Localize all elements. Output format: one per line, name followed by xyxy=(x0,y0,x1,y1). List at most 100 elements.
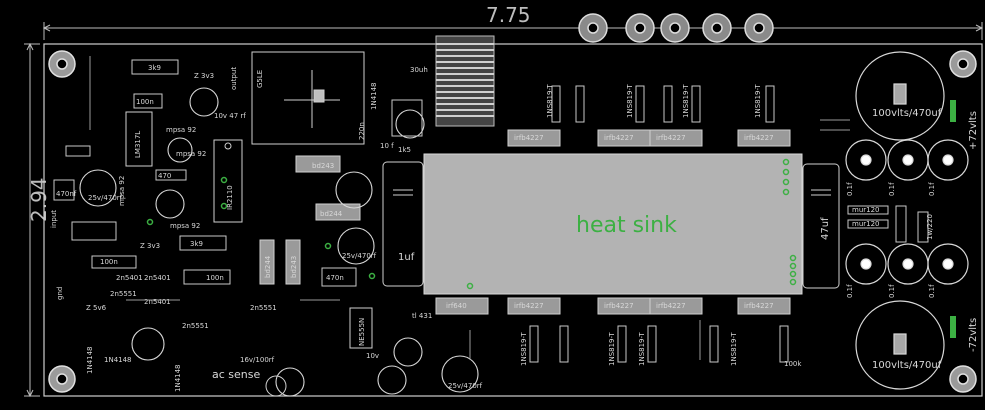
res-3k9-b: 3k9 xyxy=(190,240,203,248)
mosfet-row-bottom xyxy=(435,297,791,315)
ir2110-label: IR2110 xyxy=(226,185,234,210)
film-cap-2: 0.1f xyxy=(888,182,896,196)
height-dimension xyxy=(24,42,40,398)
mosfet-top-3: irfb4227 xyxy=(656,134,686,142)
bulk-cap-top-label: 100vlts/470uf xyxy=(872,108,942,119)
trans-a5: 2n5551 xyxy=(250,304,277,312)
trans-a4: 2n5551 xyxy=(110,290,137,298)
cap-47uf-label: 47uf xyxy=(820,217,831,240)
trans-a1: 2n5401 xyxy=(116,274,143,282)
bd243-label: bd243 xyxy=(312,162,334,170)
zener-3v3-a: Z 3v3 xyxy=(194,72,214,80)
film-cap-4: 0.1f xyxy=(846,284,854,298)
mounting-holes xyxy=(48,50,977,393)
trans-a6: 2n5551 xyxy=(182,322,209,330)
mpsa92-b: mpsa 92 xyxy=(176,150,206,158)
tl431: tl 431 xyxy=(412,312,432,320)
diode-bottom-1: 1NS819-T xyxy=(520,332,528,366)
inductor-coil xyxy=(435,35,495,127)
diode-1n4148-b: 1N4148 xyxy=(174,364,182,392)
bd244b-label: bd244 xyxy=(264,255,272,278)
diode-row-top xyxy=(551,85,775,123)
cap-100n-b: 100n xyxy=(206,274,224,282)
mosfet-bottom-4: irfb4227 xyxy=(744,302,774,310)
trans-a2: 2n5401 xyxy=(144,274,171,282)
capacitor-47uf xyxy=(802,163,840,289)
board-outline xyxy=(43,43,983,397)
diode-1n4148-c: 1N4148 xyxy=(370,82,378,110)
electrolytic-caps-left xyxy=(79,87,479,397)
lm317-label: LM317L xyxy=(134,131,142,158)
capacitor-1uf xyxy=(382,161,424,287)
mur120-1: mur120 xyxy=(852,206,880,214)
silkscreen-traces xyxy=(89,56,850,360)
mur120-diodes xyxy=(847,205,929,243)
diode-top-1: 1NS819-T xyxy=(546,84,554,118)
diode-top-4: 1NS819-T xyxy=(754,84,762,118)
mosfet-bottom-1: irfb4227 xyxy=(514,302,544,310)
film-cap-1: 0.1f xyxy=(846,182,854,196)
res-10v: 10v xyxy=(366,352,379,360)
heat-sink-vias xyxy=(146,158,797,290)
cap-100n-c: 100n xyxy=(100,258,118,266)
driver-ir2110 xyxy=(213,139,243,223)
ac-sense-label: ac sense xyxy=(212,368,260,381)
mpsa92-a: mpsa 92 xyxy=(166,126,196,134)
cap-220n: 220n xyxy=(358,122,366,140)
ne555-label: NE555N xyxy=(358,318,366,346)
mosfet-row-top xyxy=(507,129,791,147)
gnd-label: gnd xyxy=(56,287,64,300)
relay-g5le xyxy=(251,51,365,145)
diode-bottom-3: 1NS819-T xyxy=(638,332,646,366)
film-cap-5: 0.1f xyxy=(888,284,896,298)
cap-25v-a: 25v/470rf xyxy=(88,194,123,202)
ic-ne555 xyxy=(349,307,373,349)
regulator-lm317 xyxy=(125,111,153,167)
cap-25v-b: 25v/470rf xyxy=(342,252,377,260)
mpsa92-c: mpsa 92 xyxy=(118,176,126,206)
res-3k9-a: 3k9 xyxy=(148,64,161,72)
input-label: input xyxy=(50,210,58,228)
cap-10f: 10 f xyxy=(380,142,394,150)
bd243b-label: bd243 xyxy=(290,256,298,278)
mosfet-irf640: irf640 xyxy=(446,302,467,310)
zener-3v3-b: Z 3v3 xyxy=(140,242,160,250)
cap-10v47: 10v 47 rf xyxy=(214,112,246,120)
zener-5v6: Z 5v6 xyxy=(86,304,107,312)
supply-neg-pad xyxy=(950,316,956,338)
cap-16v: 16v/100rf xyxy=(240,356,275,364)
diode-bottom-4: 1NS819-T xyxy=(730,332,738,366)
bulk-cap-top xyxy=(855,51,945,141)
mosfet-top-4: irfb4227 xyxy=(744,134,774,142)
diode-top-2: 1NS819-T xyxy=(626,84,634,118)
supply-pos-pad xyxy=(950,100,956,122)
res-100k: 100k xyxy=(784,360,802,368)
top-terminal-block xyxy=(578,13,774,43)
diode-bottom-2: 1NS819-T xyxy=(608,332,616,366)
mosfet-bottom-3: irfb4227 xyxy=(656,302,686,310)
cap-1uf-label: 1uf xyxy=(398,252,415,263)
bulk-cap-bottom xyxy=(855,300,945,390)
res-1k5: 1k5 xyxy=(398,146,411,154)
ac-sense-coil xyxy=(265,375,287,397)
mpsa92-d: mpsa 92 xyxy=(170,222,200,230)
mosfet-bottom-2: irfb4227 xyxy=(604,302,634,310)
mosfet-top-2: irfb4227 xyxy=(604,134,634,142)
output-label: output xyxy=(230,67,238,90)
relay-label: G5LE xyxy=(256,70,264,88)
diode-top-3: 1NS819-T xyxy=(682,84,690,118)
res-470: 470 xyxy=(158,172,171,180)
inductor-label: 30uh xyxy=(410,66,428,74)
diode-row-bottom xyxy=(529,325,789,363)
film-cap-6: 0.1f xyxy=(928,284,936,298)
cap-470n-b: 470n xyxy=(326,274,344,282)
driver-transistors xyxy=(259,155,361,285)
mur120-2: mur120 xyxy=(852,220,880,228)
mosfet-top-1: irfb4227 xyxy=(514,134,544,142)
height-label: 2.94 xyxy=(27,177,51,222)
width-label: 7.75 xyxy=(486,3,531,27)
supply-pos-label: +72vlts xyxy=(968,111,979,150)
heat-sink xyxy=(423,153,803,295)
film-cap-3: 0.1f xyxy=(928,182,936,196)
